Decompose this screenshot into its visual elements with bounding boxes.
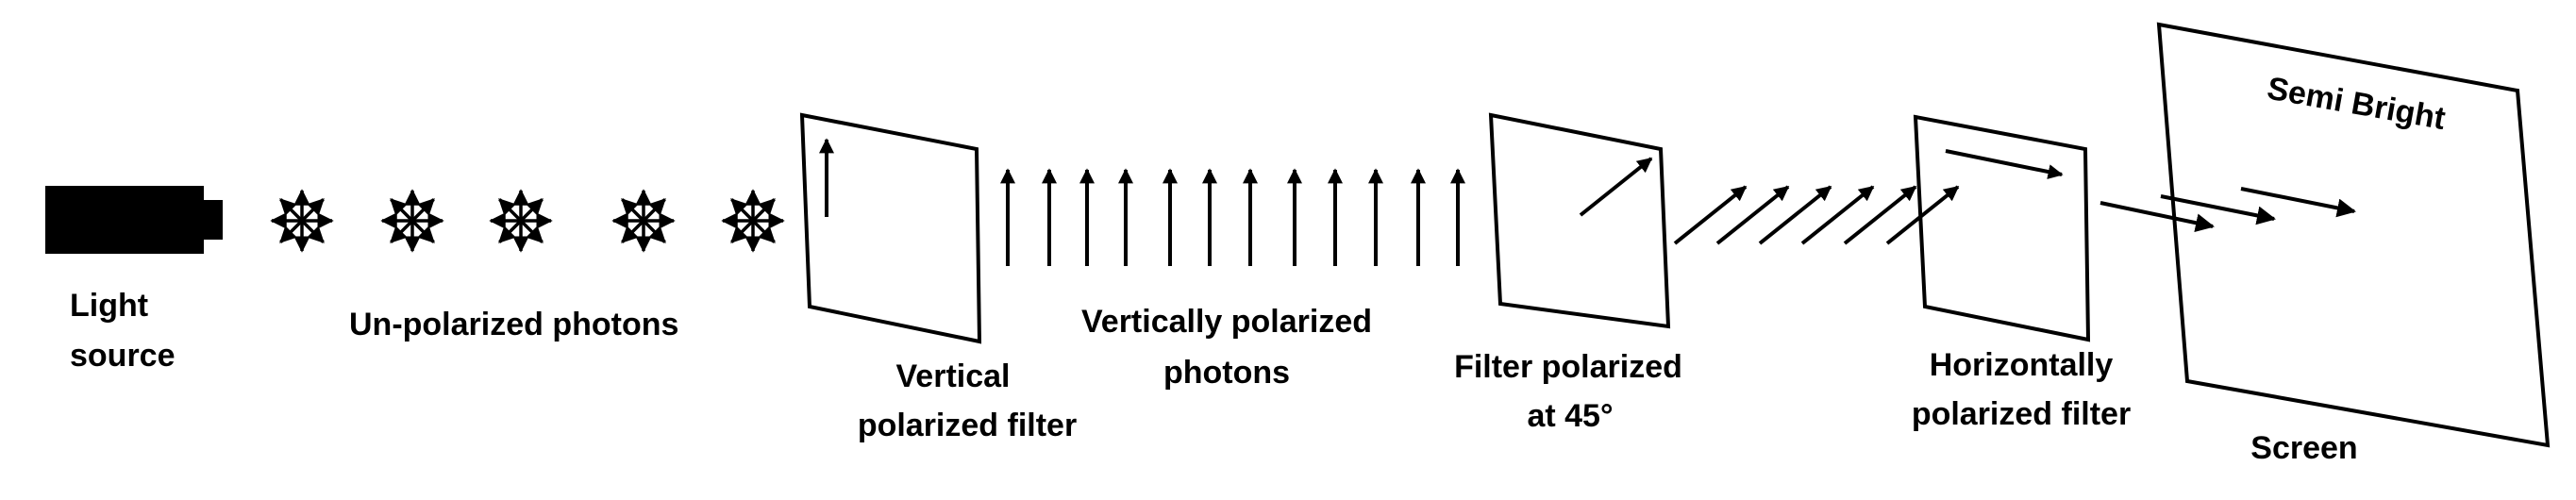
arrow-icon <box>1758 185 1832 245</box>
arrow-icon <box>2099 201 2215 233</box>
screen-label: Screen <box>2250 430 2357 466</box>
arrow-icon <box>1673 185 1748 245</box>
asterisk-photon-icon <box>489 189 553 253</box>
filter-45-label-line1: Filter polarized <box>1454 349 1682 385</box>
horizontal-filter <box>1913 114 2091 342</box>
vertical-photon-arrows <box>1000 168 1465 266</box>
horizontal-filter-label-line2: polarized filter <box>1912 396 2131 432</box>
arrow-icon <box>1715 185 1790 245</box>
vertical-filter-label-line1: Vertical <box>896 358 1011 394</box>
arrow-icon <box>2160 194 2276 225</box>
horizontal-filter-arrow-icon <box>1945 149 2064 179</box>
diagonal-photon-arrows <box>1673 185 1960 245</box>
filter-45-label-line2: at 45° <box>1527 398 1613 434</box>
vertical-filter <box>799 112 982 344</box>
unpolarized-photons <box>270 189 785 253</box>
screen <box>2156 22 2551 448</box>
asterisk-photon-icon <box>721 189 785 253</box>
filter-45-arrow-icon <box>1579 157 1653 217</box>
vertical-photons-label-line1: Vertically polarized <box>1081 304 1372 340</box>
horizontal-filter-label-line1: Horizontally <box>1930 347 2114 383</box>
arrow-icon <box>1885 185 1960 245</box>
light-source-icon <box>45 186 223 254</box>
arrow-icon <box>2240 187 2356 218</box>
arrow-icon <box>1843 185 1917 245</box>
horizontal-photon-arrows <box>2099 187 2356 233</box>
vertical-filter-label-line2: polarized filter <box>858 408 1077 443</box>
light-source-label-line2: source <box>70 338 176 374</box>
asterisk-photon-icon <box>270 189 334 253</box>
asterisk-photon-icon <box>380 189 444 253</box>
filter-45 <box>1488 112 1671 329</box>
light-source-label-line1: Light <box>70 288 148 324</box>
asterisk-photon-icon <box>611 189 676 253</box>
vertical-photons-label-line2: photons <box>1163 355 1290 391</box>
unpolarized-label: Un-polarized photons <box>349 307 678 342</box>
arrow-icon <box>1800 185 1875 245</box>
screen-text: Semi Bright <box>2265 71 2449 138</box>
